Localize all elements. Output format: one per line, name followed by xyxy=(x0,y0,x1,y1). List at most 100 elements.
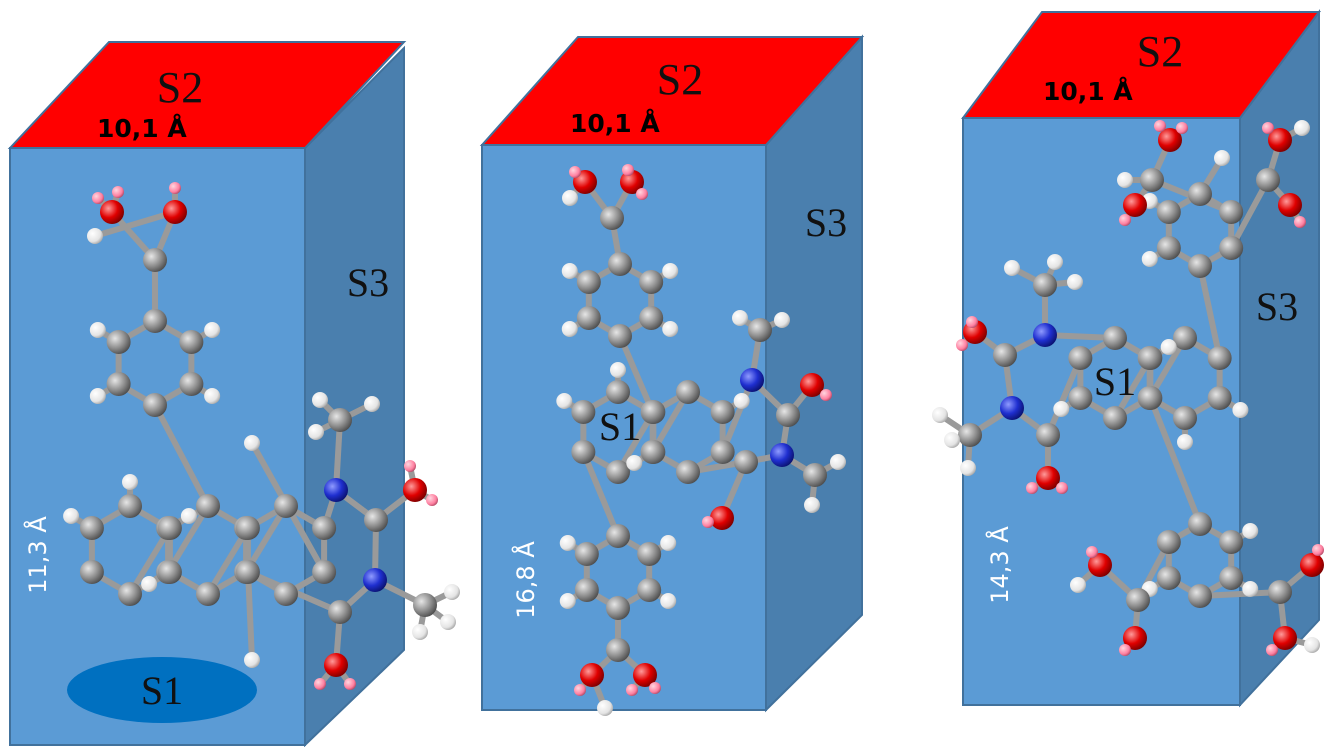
hydrogen-atom xyxy=(1294,120,1310,136)
hydrogen-atom xyxy=(1117,172,1133,188)
carbon-atom xyxy=(1033,273,1057,297)
hydroxyl-hydrogen-atom xyxy=(404,460,416,472)
hydrogen-atom xyxy=(610,362,626,378)
hydrogen-atom xyxy=(1177,434,1193,450)
bond xyxy=(617,333,656,415)
carbon-atom xyxy=(576,270,601,294)
box-middle-top-face xyxy=(479,36,865,146)
carbon-atom xyxy=(413,593,437,617)
carbon-atom xyxy=(196,582,220,606)
hydrogen-atom xyxy=(774,312,790,328)
hydrogen-atom xyxy=(1304,637,1320,653)
box-right-top-face xyxy=(961,11,1321,119)
hydrogen-atom xyxy=(412,624,428,640)
hydrogen-atom xyxy=(1047,254,1063,270)
oxygen-atom xyxy=(1123,193,1147,217)
carbon-atom xyxy=(606,460,630,484)
carbon-atom xyxy=(328,600,352,624)
hydroxyl-hydrogen-atom xyxy=(112,186,124,198)
hydroxyl-hydrogen-atom xyxy=(820,389,832,401)
carbon-atom xyxy=(1156,566,1181,590)
hydroxyl-hydrogen-atom xyxy=(344,678,356,690)
oxygen-atom xyxy=(1158,128,1182,152)
carbon-atom xyxy=(606,380,630,404)
hydroxyl-hydrogen-atom xyxy=(649,682,661,694)
hydrogen-atom xyxy=(662,263,679,279)
oxygen-atom xyxy=(1278,193,1302,217)
carbon-atom xyxy=(1219,530,1244,554)
carbon-atom xyxy=(637,578,662,602)
hydroxyl-hydrogen-atom xyxy=(1056,482,1068,494)
box-left-width-label: 10,1 Å xyxy=(97,114,187,143)
bond xyxy=(205,525,251,597)
box-right-height-label: 14,3 Å xyxy=(985,526,1014,604)
carbon-atom xyxy=(1068,386,1093,410)
hydroxyl-hydrogen-atom xyxy=(1154,120,1166,132)
box-left-molecule xyxy=(63,182,460,690)
hydrogen-atom xyxy=(597,700,613,716)
oxygen-atom xyxy=(1088,553,1112,577)
carbon-atom xyxy=(1188,512,1212,536)
carbon-atom xyxy=(637,542,662,566)
bond xyxy=(719,377,755,455)
carbon-atom xyxy=(710,400,735,424)
bond xyxy=(1197,263,1223,361)
oxygen-atom xyxy=(633,663,657,687)
hydrogen-atom xyxy=(559,535,576,551)
carbon-atom xyxy=(1173,326,1197,350)
box-middle-height-label: 16,8 Å xyxy=(511,541,540,619)
hydrogen-atom xyxy=(1242,581,1259,597)
box-right: S2 10,1 Å S3 14,3 Å S1 xyxy=(932,8,1324,708)
hydrogen-atom xyxy=(1053,401,1070,417)
nitrogen-atom xyxy=(363,568,387,592)
carbon-atom xyxy=(606,524,630,548)
hydroxyl-hydrogen-atom xyxy=(1176,122,1188,134)
carbon-atom xyxy=(571,400,596,424)
oxygen-atom xyxy=(1123,626,1147,650)
hydroxyl-hydrogen-atom xyxy=(169,182,181,194)
nitrogen-atom xyxy=(324,478,348,502)
hydrogen-atom xyxy=(364,396,380,412)
carbon-atom xyxy=(1219,200,1244,224)
carbon-atom xyxy=(606,596,630,620)
carbon-atom xyxy=(734,450,758,474)
carbon-atom xyxy=(1188,254,1212,278)
hydrogen-atom xyxy=(89,388,106,404)
hydroxyl-hydrogen-atom xyxy=(702,516,714,528)
hydroxyl-hydrogen-atom xyxy=(636,188,648,200)
nitrogen-atom xyxy=(1033,323,1057,347)
carbon-atom xyxy=(274,494,298,518)
hydrogen-atom xyxy=(830,454,846,470)
bond xyxy=(243,503,289,575)
carbon-atom xyxy=(576,306,601,330)
bond xyxy=(1147,395,1203,527)
box-right-top-label: S2 xyxy=(1137,27,1183,76)
carbon-atom xyxy=(776,403,800,427)
hydroxyl-hydrogen-atom xyxy=(1086,546,1098,558)
hydrogen-atom xyxy=(1232,402,1249,418)
carbon-atom xyxy=(1156,200,1181,224)
box-left-side-label: S3 xyxy=(347,260,389,305)
oxygen-atom xyxy=(710,506,734,530)
hydroxyl-hydrogen-atom xyxy=(1119,644,1131,656)
carbon-atom xyxy=(79,560,104,584)
carbon-atom xyxy=(1219,236,1244,260)
carbon-atom xyxy=(1103,406,1127,430)
hydrogen-atom xyxy=(660,593,677,609)
hydroxyl-hydrogen-atom xyxy=(1266,644,1278,656)
carbon-atom xyxy=(993,343,1017,367)
hydrogen-atom xyxy=(733,393,750,409)
box-right-molecule xyxy=(932,120,1324,656)
hydrogen-atom xyxy=(141,576,158,592)
box-middle: S2 10,1 Å S3 16,8 Å S1 xyxy=(479,34,865,716)
bond xyxy=(580,449,621,539)
nitrogen-atom xyxy=(740,368,764,392)
hydrogen-atom xyxy=(732,310,748,326)
carbon-atom xyxy=(606,638,630,662)
hydrogen-atom xyxy=(1160,339,1177,355)
hydrogen-atom xyxy=(562,190,578,206)
carbon-atom xyxy=(274,582,298,606)
nitrogen-atom xyxy=(770,443,794,467)
carbon-atom xyxy=(639,306,664,330)
